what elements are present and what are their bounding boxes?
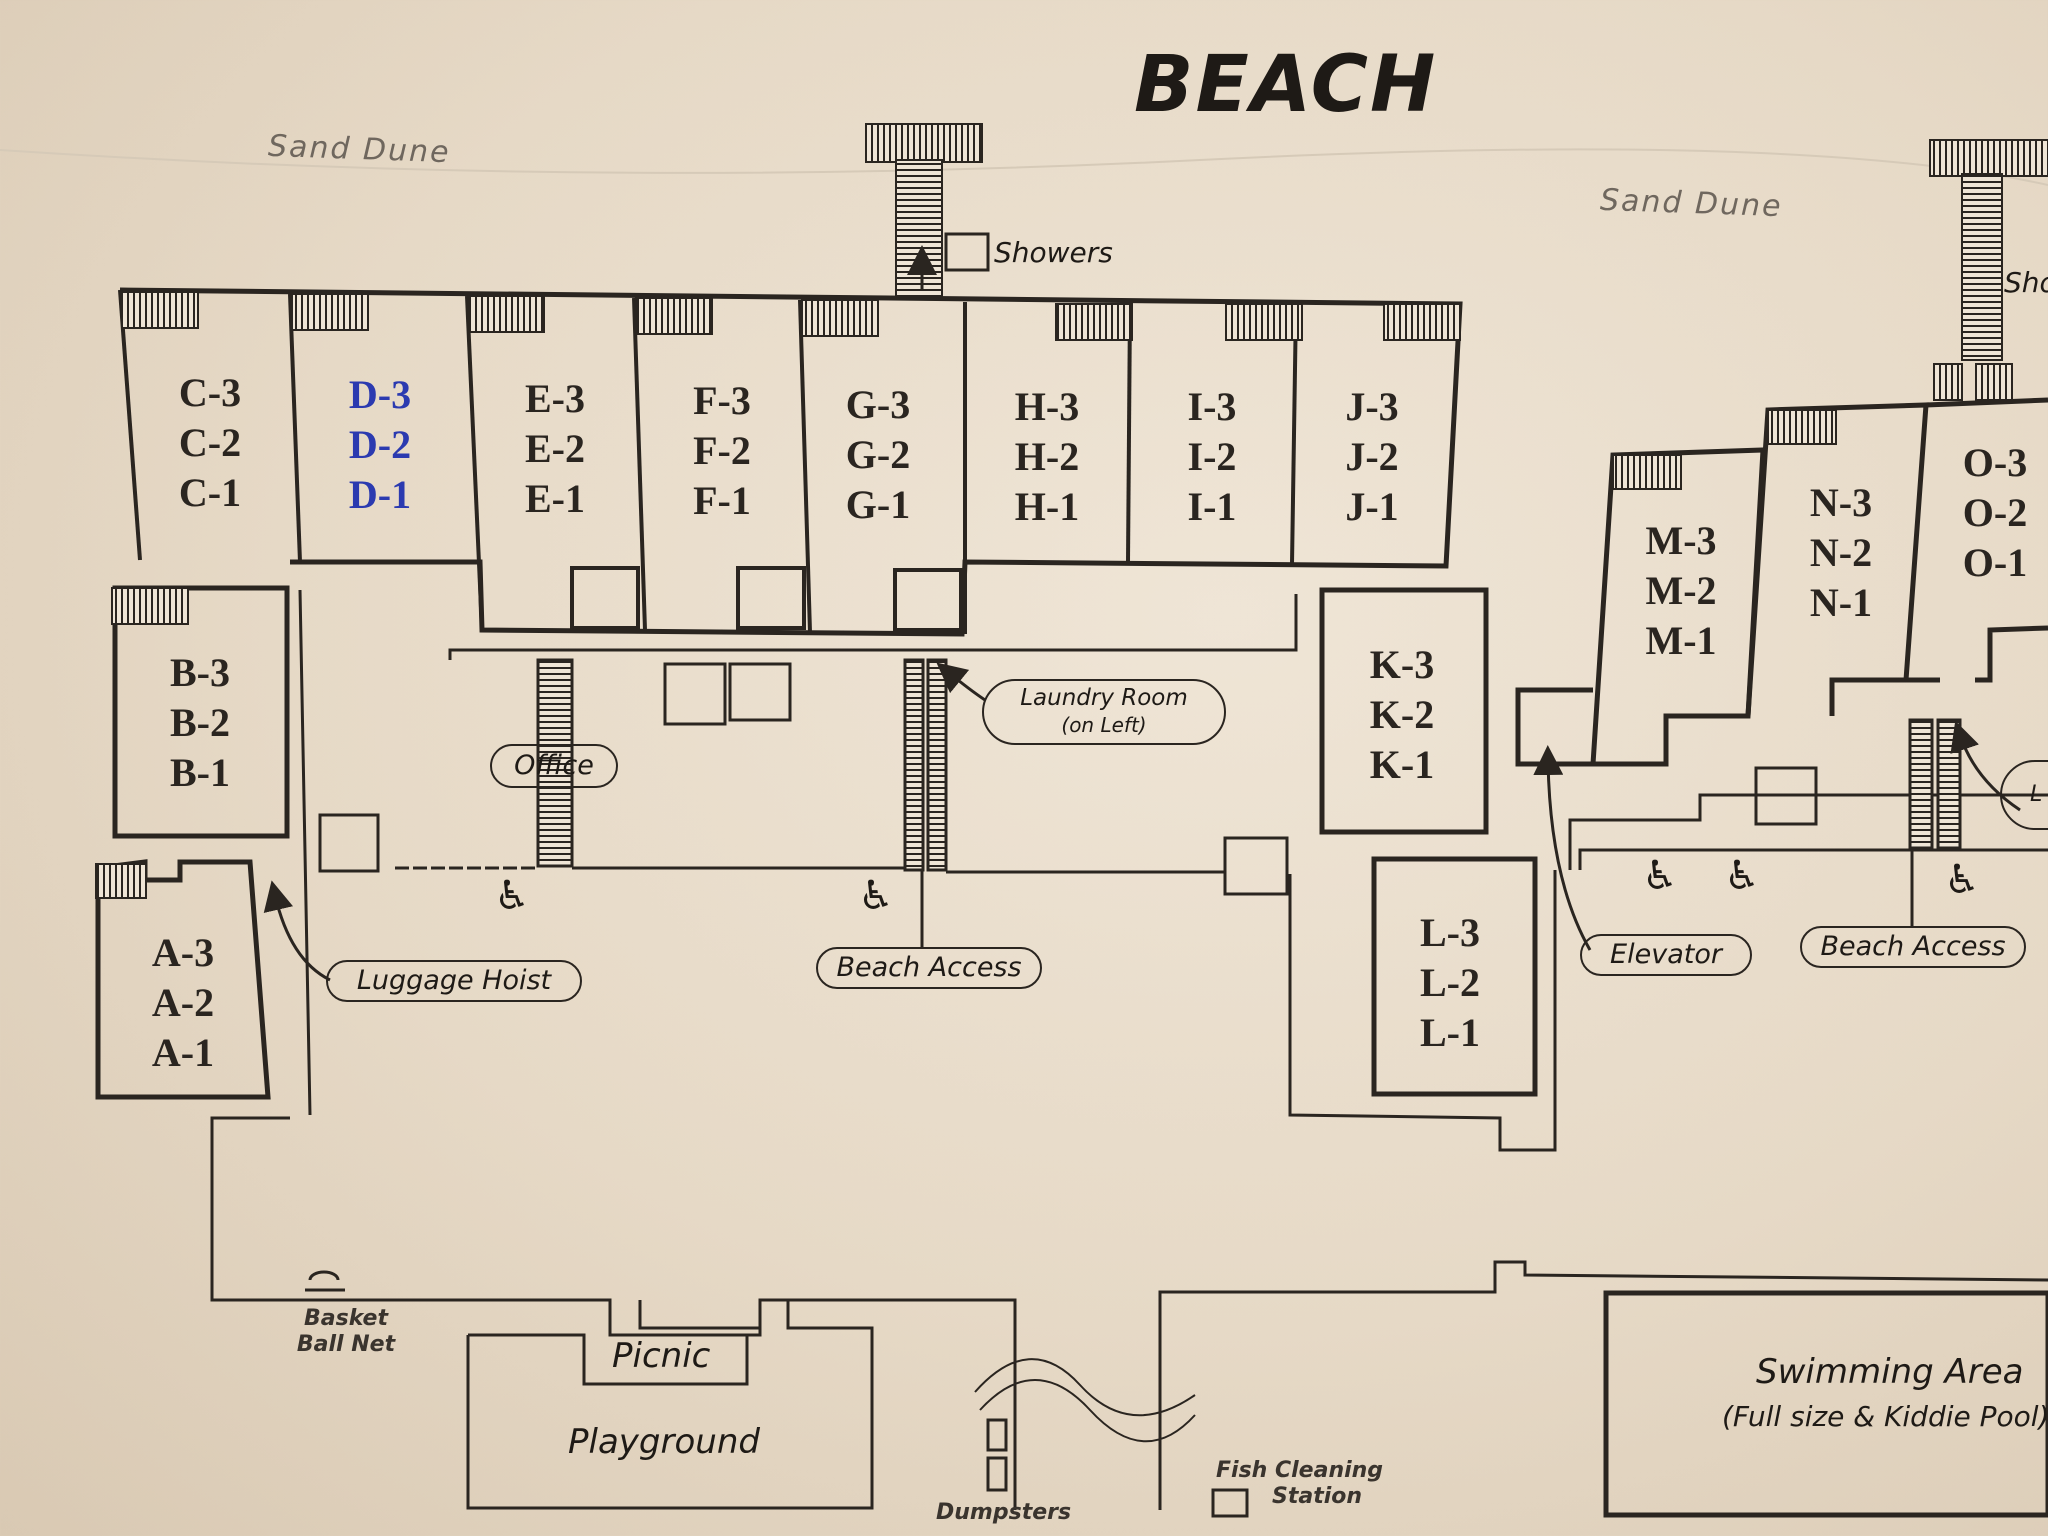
unit-label: O-2 (1962, 490, 2028, 535)
unit-label: B-3 (170, 650, 230, 695)
unit-label: L-3 (1420, 910, 1480, 955)
unit-label: J-2 (1345, 434, 1399, 479)
unit-label: A-2 (151, 980, 215, 1025)
wheelchair-icon: ♿ (1724, 853, 1760, 899)
unit-label: C-2 (178, 420, 242, 465)
sand-dune-label: Sand Dune (267, 128, 452, 171)
label-line: Basket (304, 1306, 388, 1331)
unit-label: N-1 (1809, 580, 1873, 625)
unit-label: D-3 (348, 372, 412, 417)
unit-label: E-1 (525, 476, 585, 521)
unit-label: F-3 (693, 378, 751, 423)
unit-label: A-1 (151, 1030, 215, 1075)
office-label[interactable]: Office (490, 744, 618, 788)
wheelchair-icon: ♿ (858, 873, 894, 919)
unit-label: H-1 (1014, 484, 1080, 529)
unit-label: I-2 (1187, 434, 1237, 479)
wheelchair-icon: ♿ (1944, 857, 1980, 903)
unit-label: K-3 (1369, 642, 1435, 687)
unit-label: K-1 (1369, 742, 1435, 787)
unit-label: D-1 (348, 472, 412, 517)
wheelchair-icon: ♿ (494, 873, 530, 919)
unit-label: C-3 (178, 370, 242, 415)
label-line: Ball Net (296, 1332, 396, 1357)
unit-label: M-3 (1645, 518, 1717, 563)
unit-label: L-2 (1420, 960, 1480, 1005)
fish-cleaning-label: Fish Cleaning (1216, 1458, 1384, 1483)
beach-access-right-label[interactable]: Beach Access (1800, 926, 2026, 968)
sand-dune-label: Sand Dune (1599, 182, 1784, 225)
showers-label: Showers (994, 236, 1113, 269)
unit-label: C-1 (178, 470, 242, 515)
swimming-area-label: Swimming Area (1756, 1352, 2024, 1392)
unit-label: J-3 (1345, 384, 1399, 429)
unit-label: G-1 (845, 482, 911, 527)
laundry-room-label[interactable]: Laundry Room(on Left) (982, 679, 1226, 745)
unit-label: M-1 (1645, 618, 1717, 663)
unit-label: H-3 (1014, 384, 1080, 429)
unit-label: D-2 (348, 422, 412, 467)
showers-right-label: Sho (2004, 266, 2048, 299)
unit-label: K-2 (1369, 692, 1435, 737)
unit-label: G-3 (845, 382, 911, 427)
laundry-line: (on Left) (1061, 713, 1147, 737)
unit-label: F-2 (693, 428, 751, 473)
elevator-label[interactable]: Elevator (1580, 934, 1752, 976)
unit-label: I-3 (1187, 384, 1237, 429)
unit-label: J-1 (1345, 484, 1399, 529)
unit-label: O-1 (1962, 540, 2028, 585)
luggage-hoist-label[interactable]: Luggage Hoist (326, 960, 582, 1002)
unit-label: N-3 (1809, 480, 1873, 525)
playground-label: Playground (568, 1422, 760, 1462)
laundry-line: Laundry Room (1020, 685, 1188, 711)
unit-label: N-2 (1809, 530, 1873, 575)
swimming-area-sublabel: (Full size & Kiddie Pool) (1722, 1400, 2048, 1433)
unit-label: O-3 (1962, 440, 2028, 485)
unit-label: H-2 (1014, 434, 1080, 479)
wheelchair-icon: ♿ (1642, 853, 1678, 899)
unit-label: L-1 (1420, 1010, 1480, 1055)
unit-label: I-1 (1187, 484, 1237, 529)
picnic-label: Picnic (612, 1336, 711, 1376)
map-title: BEACH (1134, 40, 1438, 130)
unit-label: B-2 (170, 700, 230, 745)
unit-label: M-2 (1645, 568, 1717, 613)
dumpsters-label: Dumpsters (936, 1500, 1072, 1525)
fish-cleaning-label: Station (1272, 1484, 1363, 1509)
unit-label: F-1 (693, 478, 751, 523)
unit-label: B-1 (170, 750, 230, 795)
unit-label: E-2 (525, 426, 585, 471)
unit-label: A-3 (151, 930, 215, 975)
beach-access-label[interactable]: Beach Access (816, 947, 1042, 989)
unit-label: E-3 (525, 376, 585, 421)
unit-label: G-2 (845, 432, 911, 477)
